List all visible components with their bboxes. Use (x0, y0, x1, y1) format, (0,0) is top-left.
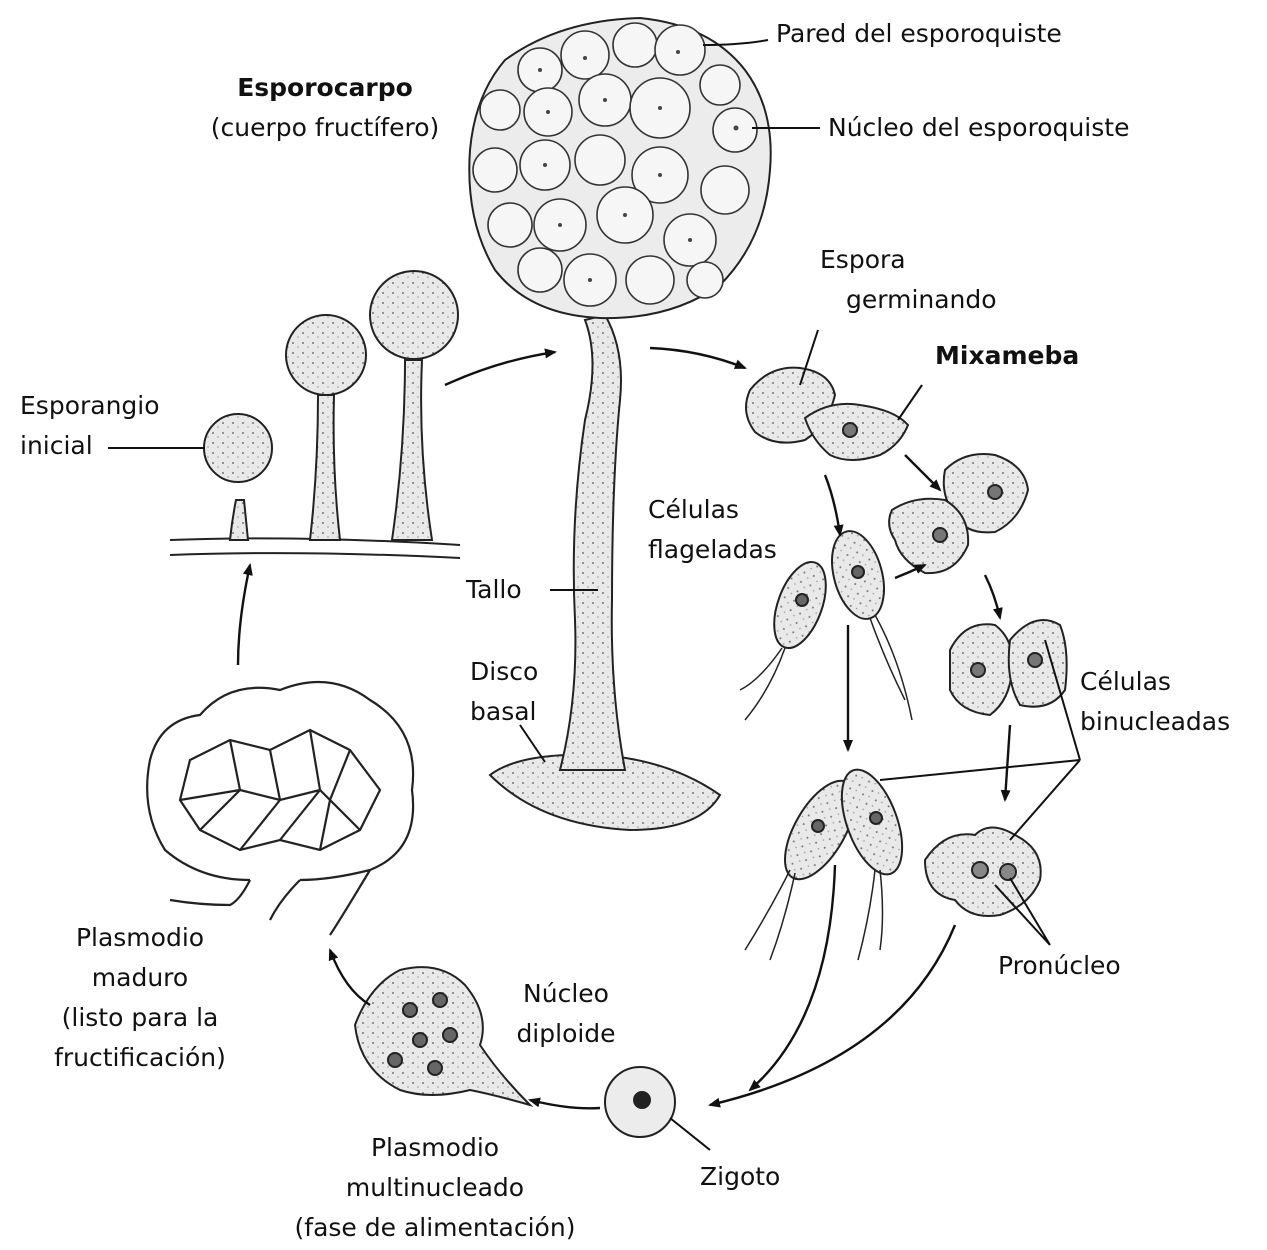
label-tallo: Tallo (466, 570, 522, 610)
label-espora-2: germinando (800, 280, 1040, 320)
label-esporocarpo-sub: (cuerpo fructífero) (190, 108, 460, 148)
label-pronucleo: Pronúcleo (998, 946, 1121, 986)
label-nucleo-esporoquiste: Núcleo del esporoquiste (828, 108, 1129, 148)
arrow-mixameba-to-mixameba (905, 455, 940, 490)
label-plasmodio-maduro-4: fructificación) (20, 1038, 260, 1078)
label-plasmodio-multi-2: multinucleado (280, 1168, 590, 1208)
label-celulas-flageladas: Células flageladas (648, 490, 777, 570)
label-disco-basal: Disco basal (470, 652, 538, 732)
arrow-esporocarpo-to-espora (650, 348, 745, 368)
plasmodio-maduro-drawing (147, 682, 413, 935)
label-plasmodio-multinucleado: Plasmodio multinucleado (fase de aliment… (280, 1128, 590, 1248)
label-celulas-flag-2: flageladas (648, 530, 777, 570)
celulas-binucleadas-drawing (950, 620, 1067, 715)
arrow-zigoto-to-plasmodio (530, 1100, 600, 1108)
tallo-shape (560, 315, 625, 770)
label-nucleo-diploide: Núcleo diploide (496, 974, 636, 1054)
arrow-mixameba-to-binucleada (985, 575, 1000, 618)
label-espora-1: Espora (800, 240, 1040, 280)
label-plasmodio-multi-1: Plasmodio (280, 1128, 590, 1168)
esporangio-drawing (170, 271, 460, 558)
pronucleo-drawing (925, 828, 1041, 917)
arrow-binucleada-to-pronucleo (1005, 725, 1010, 800)
label-disco-1: Disco (470, 652, 538, 692)
label-esporocarpo-title: Esporocarpo (190, 68, 460, 108)
label-plasmodio-maduro-3: (listo para la (20, 998, 260, 1038)
label-celulas-binucleadas: Células binucleadas (1080, 662, 1230, 742)
label-esporocarpo: Esporocarpo (cuerpo fructífero) (190, 68, 460, 148)
label-celulas-bin-2: binucleadas (1080, 702, 1230, 742)
label-espora-germinando: Espora germinando (800, 240, 1040, 320)
label-disco-2: basal (470, 692, 538, 732)
zigoto-drawing (605, 1067, 675, 1137)
label-esporangio-2: inicial (20, 426, 160, 466)
label-pared-esporoquiste: Pared del esporoquiste (776, 14, 1062, 54)
label-zigoto: Zigoto (700, 1157, 780, 1197)
arrow-plasmodio-to-maduro (330, 950, 370, 1005)
substrate-line (170, 538, 460, 558)
label-celulas-flag-1: Células (648, 490, 777, 530)
label-nucleo-diploide-2: diploide (496, 1014, 636, 1054)
esporangio-large (370, 271, 458, 359)
arrow-esporangio-to-esporocarpo (445, 352, 555, 385)
arrow-pronucleo-to-zigoto (710, 925, 955, 1105)
label-esporangio-inicial: Esporangio inicial (20, 386, 160, 466)
label-mixameba: Mixameba (935, 336, 1079, 376)
esporangio-small (204, 414, 272, 482)
label-plasmodio-maduro-2: maduro (20, 958, 260, 998)
label-celulas-bin-1: Células (1080, 662, 1230, 702)
nucleo-diploide-dot (634, 1092, 650, 1108)
esporangio-medium (286, 315, 366, 395)
mixameba-shape-3 (889, 499, 968, 573)
mixameba-drawing (746, 368, 1028, 573)
label-plasmodio-multi-3: (fase de alimentación) (280, 1208, 590, 1248)
label-plasmodio-maduro-1: Plasmodio (20, 918, 260, 958)
arrow-fusion-to-zigoto (750, 865, 835, 1090)
label-nucleo-diploide-1: Núcleo (496, 974, 636, 1014)
arrow-maduro-to-esporangio (238, 565, 250, 665)
label-esporangio-1: Esporangio (20, 386, 160, 426)
label-plasmodio-maduro: Plasmodio maduro (listo para la fructifi… (20, 918, 260, 1078)
arrow-mixameba-to-flagelada (825, 475, 840, 535)
